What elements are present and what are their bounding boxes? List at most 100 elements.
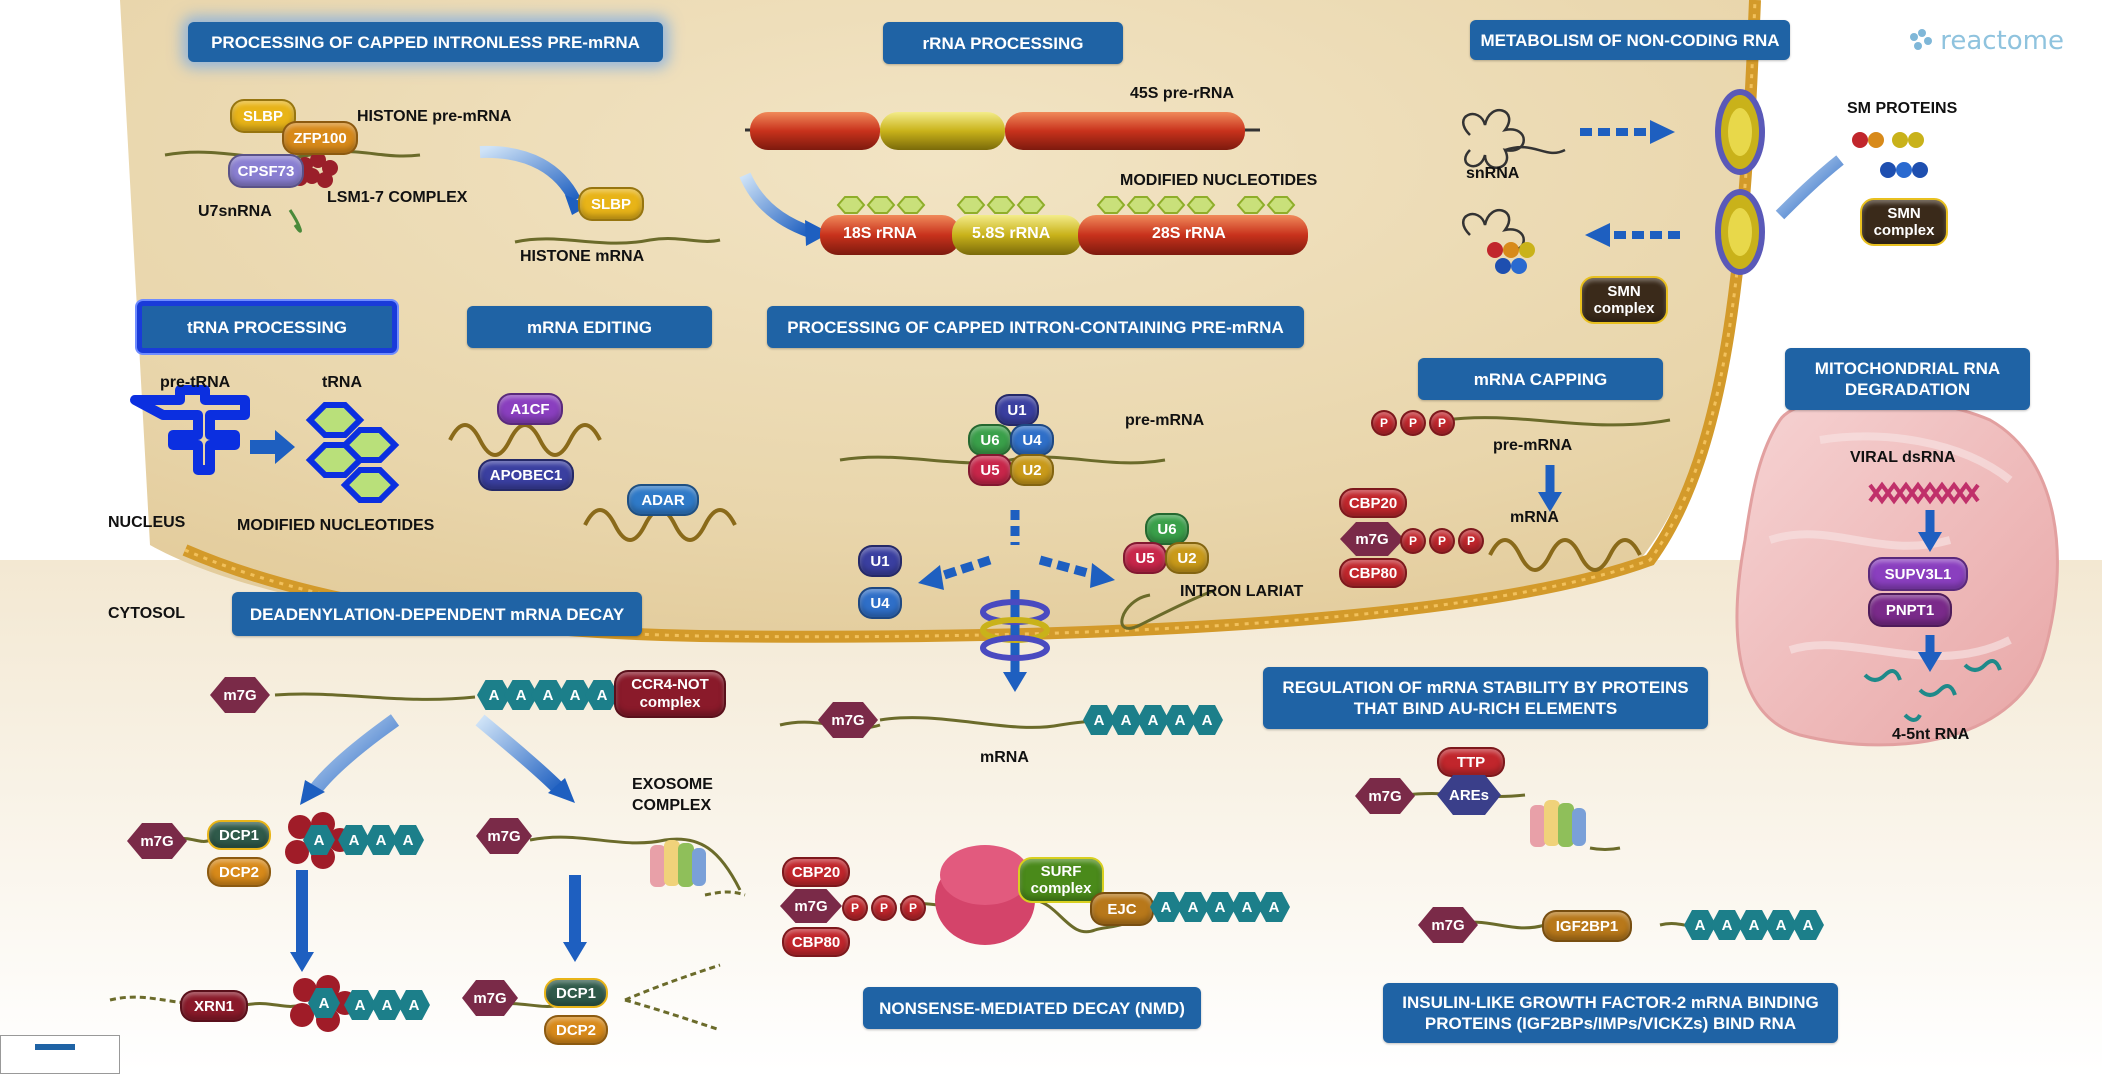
- polya-f-3: A: [1738, 910, 1770, 940]
- ccr-line2: complex: [639, 694, 701, 711]
- label-trna: tRNA: [322, 374, 362, 391]
- pathway-mrna-editing-button[interactable]: mRNA EDITING: [467, 306, 712, 348]
- u1-snrnp-released[interactable]: U1: [858, 545, 902, 577]
- label-sm-proteins: SM PROTEINS: [1847, 100, 1958, 117]
- pathway-intron-containing-button[interactable]: PROCESSING OF CAPPED INTRON-CONTAINING P…: [767, 306, 1304, 348]
- adar-protein[interactable]: ADAR: [627, 484, 699, 516]
- u2-snrnp-lariat[interactable]: U2: [1165, 542, 1209, 574]
- polya-b-4: A: [392, 825, 424, 855]
- ejc-complex[interactable]: EJC: [1090, 892, 1154, 926]
- 28s-rrna-label: 28S rRNA: [1152, 225, 1226, 242]
- dcp1-protein-2[interactable]: DCP1: [544, 978, 608, 1008]
- pnpt1-protein[interactable]: PNPT1: [1868, 593, 1952, 627]
- pathway-ncrna-button[interactable]: METABOLISM OF NON-CODING RNA: [1470, 20, 1790, 60]
- u4-snrnp[interactable]: U4: [1010, 424, 1054, 456]
- smn-complex-2[interactable]: SMN complex: [1580, 276, 1668, 324]
- polya-e-3: A: [1204, 892, 1236, 922]
- surf-complex[interactable]: SURF complex: [1018, 857, 1104, 903]
- 18s-rrna-label: 18S rRNA: [843, 225, 917, 242]
- ttp-protein[interactable]: TTP: [1437, 747, 1505, 777]
- polya-d-4: A: [1164, 705, 1196, 735]
- surf-line1: SURF: [1040, 863, 1082, 880]
- au-label-line2: THAT BIND AU-RICH ELEMENTS: [1353, 699, 1618, 718]
- label-pre-mrna-splicing: pre-mRNA: [1125, 412, 1205, 429]
- polya-b-3: A: [365, 825, 397, 855]
- pathway-trna-button[interactable]: tRNA PROCESSING: [137, 301, 397, 353]
- trna-structure: [305, 402, 400, 503]
- reactome-logo-text: reactome: [1940, 26, 2064, 56]
- pathway-mito-degradation-button[interactable]: MITOCHONDRIAL RNA DEGRADATION: [1785, 348, 2030, 410]
- u1-snrnp[interactable]: U1: [995, 394, 1039, 426]
- polya-a-5: A: [585, 680, 619, 710]
- cbp20-protein[interactable]: CBP20: [1339, 488, 1407, 518]
- cbp80-protein-nmd[interactable]: CBP80: [782, 927, 850, 957]
- slbp-protein-2[interactable]: SLBP: [578, 187, 644, 221]
- m7g-cap-decay-4[interactable]: m7G: [462, 980, 518, 1016]
- surf-line2: complex: [1030, 880, 1092, 897]
- label-pre-trna: pre-tRNA: [160, 374, 231, 391]
- polya-f-2: A: [1711, 910, 1743, 940]
- label-snrna: snRNA: [1466, 165, 1520, 182]
- a1cf-protein[interactable]: A1CF: [497, 393, 563, 425]
- igf2bp1-protein[interactable]: IGF2BP1: [1542, 910, 1632, 942]
- apobec1-protein[interactable]: APOBEC1: [478, 459, 574, 491]
- polya-d-2: A: [1110, 705, 1142, 735]
- label-cytosol: CYTOSOL: [108, 605, 186, 622]
- smn-complex-1[interactable]: SMN complex: [1860, 198, 1948, 246]
- reactome-logo[interactable]: reactome: [1908, 26, 2064, 56]
- u6-snrnp[interactable]: U6: [968, 424, 1012, 456]
- phosphate-nmd-3: P: [900, 895, 926, 921]
- polya-f-4: A: [1765, 910, 1797, 940]
- u4-snrnp-released[interactable]: U4: [858, 587, 902, 619]
- cbp20-protein-nmd[interactable]: CBP20: [782, 857, 850, 887]
- pathway-rrna-button[interactable]: rRNA PROCESSING: [883, 22, 1123, 64]
- label-u7snrna: U7snRNA: [198, 203, 272, 220]
- pathway-igf2bp-button[interactable]: INSULIN-LIKE GROWTH FACTOR-2 mRNA BINDIN…: [1383, 983, 1838, 1043]
- polya-b-1: A: [303, 825, 335, 855]
- u2-snrnp[interactable]: U2: [1010, 454, 1054, 486]
- u6-snrnp-lariat[interactable]: U6: [1145, 513, 1189, 545]
- cbp80-protein[interactable]: CBP80: [1339, 558, 1407, 588]
- cpsf73-protein[interactable]: CPSF73: [228, 154, 304, 188]
- supv3l1-protein[interactable]: SUPV3L1: [1868, 557, 1968, 591]
- mito-label-line2: DEGRADATION: [1844, 380, 1971, 399]
- phosphate-nmd-2: P: [871, 895, 897, 921]
- xrn1-protein[interactable]: XRN1: [180, 990, 248, 1022]
- label-pre-mrna-capping: pre-mRNA: [1493, 437, 1573, 454]
- label-histone-pre-mrna: HISTONE pre-mRNA: [357, 108, 512, 125]
- polya-d-5: A: [1191, 705, 1223, 735]
- m7g-cap-decay[interactable]: m7G: [210, 677, 270, 713]
- mito-label-line1: MITOCHONDRIAL RNA: [1814, 359, 2001, 378]
- label-modified-nucleotides: MODIFIED NUCLEOTIDES: [1120, 172, 1318, 189]
- dcp2-protein[interactable]: DCP2: [207, 857, 271, 887]
- m7g-cap-igf[interactable]: m7G: [1418, 907, 1478, 943]
- u5-snrnp[interactable]: U5: [968, 454, 1012, 486]
- reactome-logo-icon: [1910, 29, 1933, 50]
- polya-c-1: A: [308, 988, 340, 1018]
- phosphate-cap-3: P: [1458, 528, 1484, 554]
- u5-snrnp-lariat[interactable]: U5: [1123, 542, 1167, 574]
- label-mrna-splicing: mRNA: [980, 749, 1029, 766]
- m7g-cap-decay-2[interactable]: m7G: [127, 823, 187, 859]
- pathway-intronless-button[interactable]: PROCESSING OF CAPPED INTRONLESS PRE-mRNA: [188, 22, 663, 62]
- phosphate-cap-2: P: [1429, 528, 1455, 554]
- phosphate-cap-1: P: [1400, 528, 1426, 554]
- label-lsm-complex: LSM1-7 COMPLEX: [327, 189, 468, 206]
- m7g-cap-are[interactable]: m7G: [1355, 778, 1415, 814]
- pathway-deadenylation-decay-button[interactable]: DEADENYLATION-DEPENDENT mRNA DECAY: [232, 592, 642, 636]
- polya-c-2: A: [344, 990, 376, 1020]
- dcp1-protein[interactable]: DCP1: [207, 820, 271, 850]
- zfp100-protein[interactable]: ZFP100: [282, 121, 358, 155]
- dcp2-protein-2[interactable]: DCP2: [544, 1015, 608, 1045]
- diagram-thumbnail[interactable]: [0, 1035, 120, 1074]
- pathway-mrna-capping-button[interactable]: mRNA CAPPING: [1418, 358, 1663, 400]
- label-modified-nucleotides-trna: MODIFIED NUCLEOTIDES: [237, 517, 435, 534]
- ccr4-not-complex[interactable]: CCR4-NOT complex: [614, 670, 726, 718]
- pathway-nmd-button[interactable]: NONSENSE-MEDIATED DECAY (NMD): [863, 987, 1201, 1029]
- m7g-cap-spliced[interactable]: m7G: [818, 702, 878, 738]
- pathway-au-rich-button[interactable]: REGULATION OF mRNA STABILITY BY PROTEINS…: [1263, 667, 1708, 729]
- polya-e-4: A: [1231, 892, 1263, 922]
- label-45s-pre-rrna: 45S pre-rRNA: [1130, 85, 1235, 102]
- igf-label-line2: PROTEINS (IGF2BPs/IMPs/VICKZs) BIND RNA: [1424, 1014, 1797, 1033]
